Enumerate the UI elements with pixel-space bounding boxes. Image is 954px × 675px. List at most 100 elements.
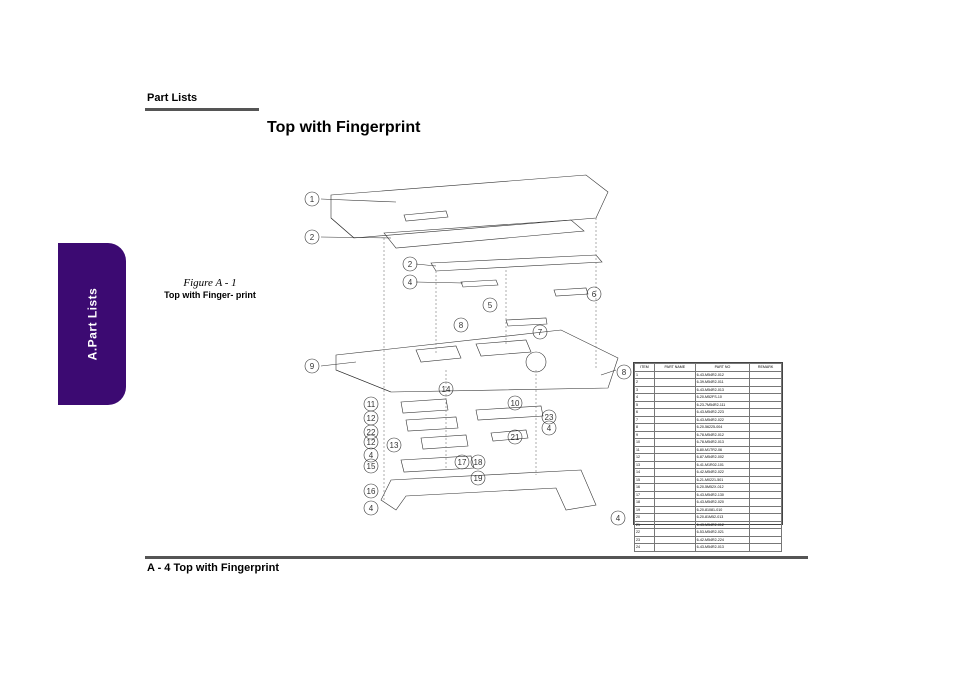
cell-item: 20 xyxy=(634,513,655,522)
callout-text-8a: 8 xyxy=(459,321,464,330)
cell-item: 17 xyxy=(634,490,655,499)
cell-remark xyxy=(749,430,782,439)
cell-part-name xyxy=(654,453,696,462)
callout-text-17: 17 xyxy=(458,458,467,467)
table-row: 22 6-53-M54R2-021 xyxy=(634,528,782,537)
cell-part-no: 6-87-M54R2-002 xyxy=(694,453,751,462)
table-row: 18 6-43-M54R2-020 xyxy=(634,498,782,507)
cell-part-name xyxy=(654,378,696,387)
cell-item: 10 xyxy=(634,438,655,447)
side-tab[interactable]: A.Part Lists xyxy=(58,243,126,405)
cell-part-no: 6-53-M54R2-021 xyxy=(694,528,751,537)
cell-part-name xyxy=(654,393,696,402)
callout-text-12b: 12 xyxy=(367,438,376,447)
cell-part-no: 6-20-56225-004 xyxy=(694,423,751,432)
cell-part-no: 6-20-81081-010 xyxy=(694,505,751,514)
cell-item: 1 xyxy=(634,370,655,379)
cell-remark xyxy=(749,408,782,417)
cell-item: 7 xyxy=(634,415,655,424)
cell-part-name xyxy=(654,408,696,417)
callout-text-7: 7 xyxy=(538,328,543,337)
parts-table-header: ITEM PART NAME PART NO REMARK xyxy=(634,363,782,372)
cell-part-no: 6-42-M54R2-022 xyxy=(694,468,751,477)
cell-part-no: 6-78-M54R2-012 xyxy=(694,430,751,439)
figure-description: Top with Finger- print xyxy=(164,290,256,300)
cell-remark xyxy=(749,415,782,424)
footer-text: A - 4 Top with Fingerprint xyxy=(147,562,279,574)
callout-text-4e: 4 xyxy=(616,514,621,523)
callout-17 xyxy=(454,454,470,470)
table-row: 19 6-20-81081-010 xyxy=(634,505,782,514)
callout-7 xyxy=(532,324,548,340)
callout-13 xyxy=(386,437,402,453)
callout-text-4c: 4 xyxy=(369,504,374,513)
callout-text-15: 15 xyxy=(367,462,376,471)
part-hinge-bar xyxy=(430,254,603,272)
cell-item: 3 xyxy=(634,385,655,394)
cell-item: 19 xyxy=(634,505,655,514)
callout-12b xyxy=(363,434,379,450)
cell-part-no: 6-43-M54R2-013 xyxy=(694,543,751,552)
cell-remark xyxy=(749,483,782,492)
figure-caption: Figure A - 1 Top with Finger- print xyxy=(160,277,260,301)
cell-remark xyxy=(749,468,782,477)
cell-part-name xyxy=(654,445,696,454)
cell-part-name xyxy=(654,438,696,447)
cell-remark xyxy=(749,385,782,394)
cell-part-no: 6-43-M54R2-130 xyxy=(694,490,751,499)
cell-part-name xyxy=(654,468,696,477)
callout-text-10: 10 xyxy=(511,399,520,408)
cell-part-no: 6-43-M54R2-223 xyxy=(694,408,751,417)
callout-text-4a: 4 xyxy=(408,278,413,287)
cell-remark xyxy=(749,378,782,387)
cell-item: 6 xyxy=(634,408,655,417)
cell-item: 14 xyxy=(634,468,655,477)
cell-part-no: 6-41-M1R02-101 xyxy=(694,460,751,469)
table-row: 24 6-43-M54R2-013 xyxy=(634,543,782,552)
cell-remark xyxy=(749,438,782,447)
callout-2b xyxy=(402,256,418,272)
cell-part-no: 6-39-M54R2-011 xyxy=(694,378,751,387)
callout-text-18: 18 xyxy=(474,458,483,467)
callout-text-12a: 12 xyxy=(367,414,376,423)
cell-item: 5 xyxy=(634,400,655,409)
cell-part-no: 6-43-M54R2-020 xyxy=(694,498,751,507)
cell-remark xyxy=(749,445,782,454)
callout-text-1: 1 xyxy=(310,195,315,204)
cell-remark xyxy=(749,520,782,529)
table-row: 17 6-43-M54R2-130 xyxy=(634,490,782,499)
cell-item: 24 xyxy=(634,543,655,552)
callout-6 xyxy=(586,286,602,302)
callout-4b xyxy=(363,447,379,463)
cell-remark xyxy=(749,505,782,514)
part-plate xyxy=(383,219,585,249)
callout-5 xyxy=(482,297,498,313)
cell-part-no: 6-20-5M52X-012 xyxy=(694,483,751,492)
cell-part-name xyxy=(654,415,696,424)
callout-4d xyxy=(541,420,557,436)
cell-remark xyxy=(749,370,782,379)
callout-text-21: 21 xyxy=(511,433,520,442)
cell-part-name xyxy=(654,520,696,529)
cell-item: 9 xyxy=(634,430,655,439)
callout-15 xyxy=(363,458,379,474)
cell-remark xyxy=(749,543,782,552)
cell-part-no: 6-43-M54R2-022 xyxy=(694,415,751,424)
cell-item: 18 xyxy=(634,498,655,507)
cell-item: 22 xyxy=(634,528,655,537)
col-part-no: PART NO xyxy=(694,363,751,372)
cell-part-name xyxy=(654,460,696,469)
cell-part-name xyxy=(654,400,696,409)
callout-4e xyxy=(610,510,626,526)
